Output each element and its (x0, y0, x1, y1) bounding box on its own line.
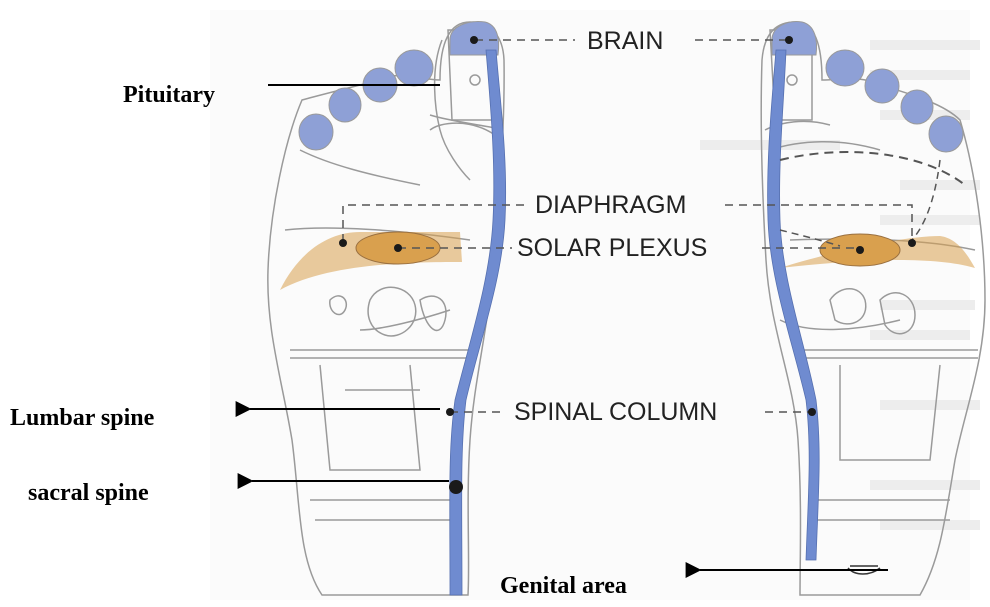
annotation-sacral-spine: sacral spine (28, 480, 149, 506)
annotation-genital-area: Genital area (500, 573, 627, 599)
background-texture (210, 10, 980, 600)
label-solar-plexus: SOLAR PLEXUS (517, 234, 707, 262)
label-spinal-column: SPINAL COLUMN (514, 398, 717, 426)
label-diaphragm: DIAPHRAGM (535, 191, 686, 219)
annotation-lumbar-spine: Lumbar spine (10, 405, 155, 431)
label-brain: BRAIN (587, 27, 663, 55)
annotation-pituitary: Pituitary (123, 82, 215, 108)
